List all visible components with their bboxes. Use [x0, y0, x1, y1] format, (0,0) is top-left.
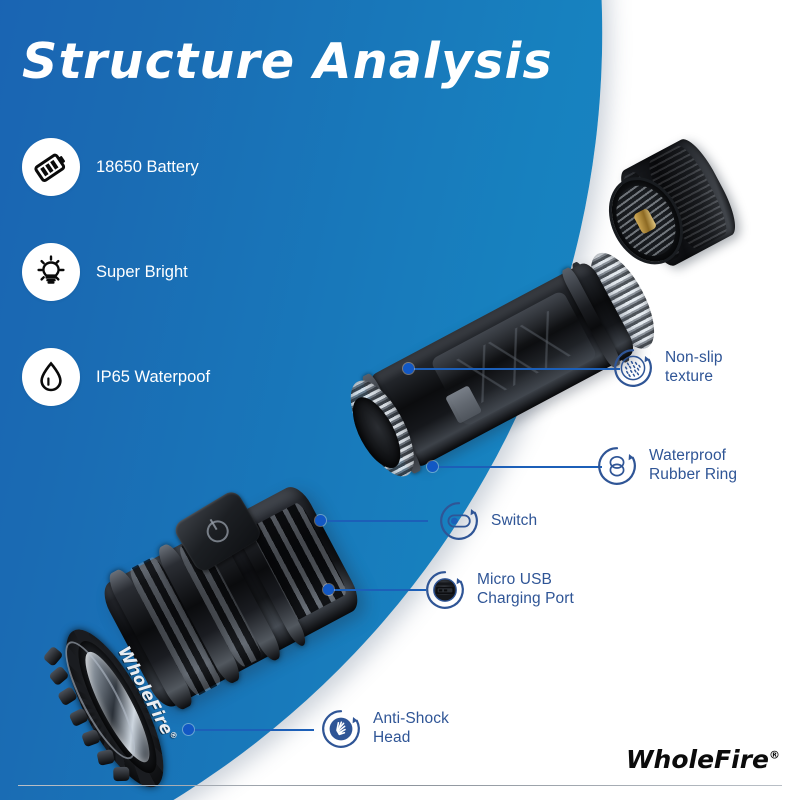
water-drop-icon: [40, 361, 62, 392]
toggle-switch-icon: [438, 500, 480, 542]
feature-badge: [22, 243, 80, 301]
leader-dot-anti-shock: [183, 724, 194, 735]
feature-badge: [22, 348, 80, 406]
footer-divider: [18, 784, 782, 786]
lightbulb-icon: [37, 255, 65, 284]
usb-port-icon: [424, 569, 466, 611]
bezel-tooth: [113, 766, 130, 782]
leader-line-non-slip: [408, 368, 620, 370]
leader-dot-switch: [315, 515, 326, 526]
leader-dot-non-slip: [403, 363, 414, 374]
feature-item-battery: 18650 Battery: [22, 138, 199, 196]
feature-label: 18650 Battery: [96, 157, 199, 176]
leader-dot-usb: [323, 584, 334, 595]
leader-line-anti-shock: [188, 729, 314, 731]
feature-label: IP65 Waterpoof: [96, 367, 211, 386]
leader-dot-rubber-ring: [427, 461, 438, 472]
callout-waterproof-rubber-ring: Waterproof Rubber Ring: [596, 445, 737, 487]
battery-icon: [34, 153, 66, 182]
callout-switch: Switch: [438, 500, 537, 542]
dotted-texture-icon: [612, 347, 654, 389]
callout-label: Anti-Shock Head: [373, 710, 449, 746]
feature-label: Super Bright: [96, 262, 188, 281]
callout-label: Switch: [491, 511, 538, 529]
feature-badge: [22, 138, 80, 196]
callout-anti-shock-head: Anti-Shock Head: [320, 708, 449, 750]
footer-brand-name: WholeFire: [625, 745, 769, 774]
footer-brand-logo: WholeFire®: [626, 745, 780, 774]
product-brand-mark: ®: [167, 729, 180, 741]
bezel-tooth: [48, 665, 70, 687]
leader-line-rubber-ring: [432, 466, 602, 468]
callout-non-slip-texture: Non-slip texture: [612, 347, 723, 389]
impact-burst-icon: [320, 708, 362, 750]
footer-brand-mark: ®: [769, 748, 780, 762]
page-title: Structure Analysis: [22, 33, 553, 90]
callout-label: Non-slip texture: [665, 349, 723, 385]
leader-line-switch: [320, 520, 428, 522]
callout-label: Waterproof Rubber Ring: [649, 447, 738, 483]
callout-label: Micro USB Charging Port: [477, 571, 574, 607]
callout-micro-usb-charging-port: Micro USB Charging Port: [424, 569, 574, 611]
feature-item-brightness: Super Bright: [22, 243, 188, 301]
leader-line-usb: [328, 589, 426, 591]
two-rings-icon: [596, 445, 638, 487]
feature-item-waterproof: IP65 Waterpoof: [22, 348, 210, 406]
power-symbol-icon: [202, 516, 233, 547]
bezel-tooth: [42, 645, 64, 667]
bezel-tooth: [96, 748, 115, 766]
